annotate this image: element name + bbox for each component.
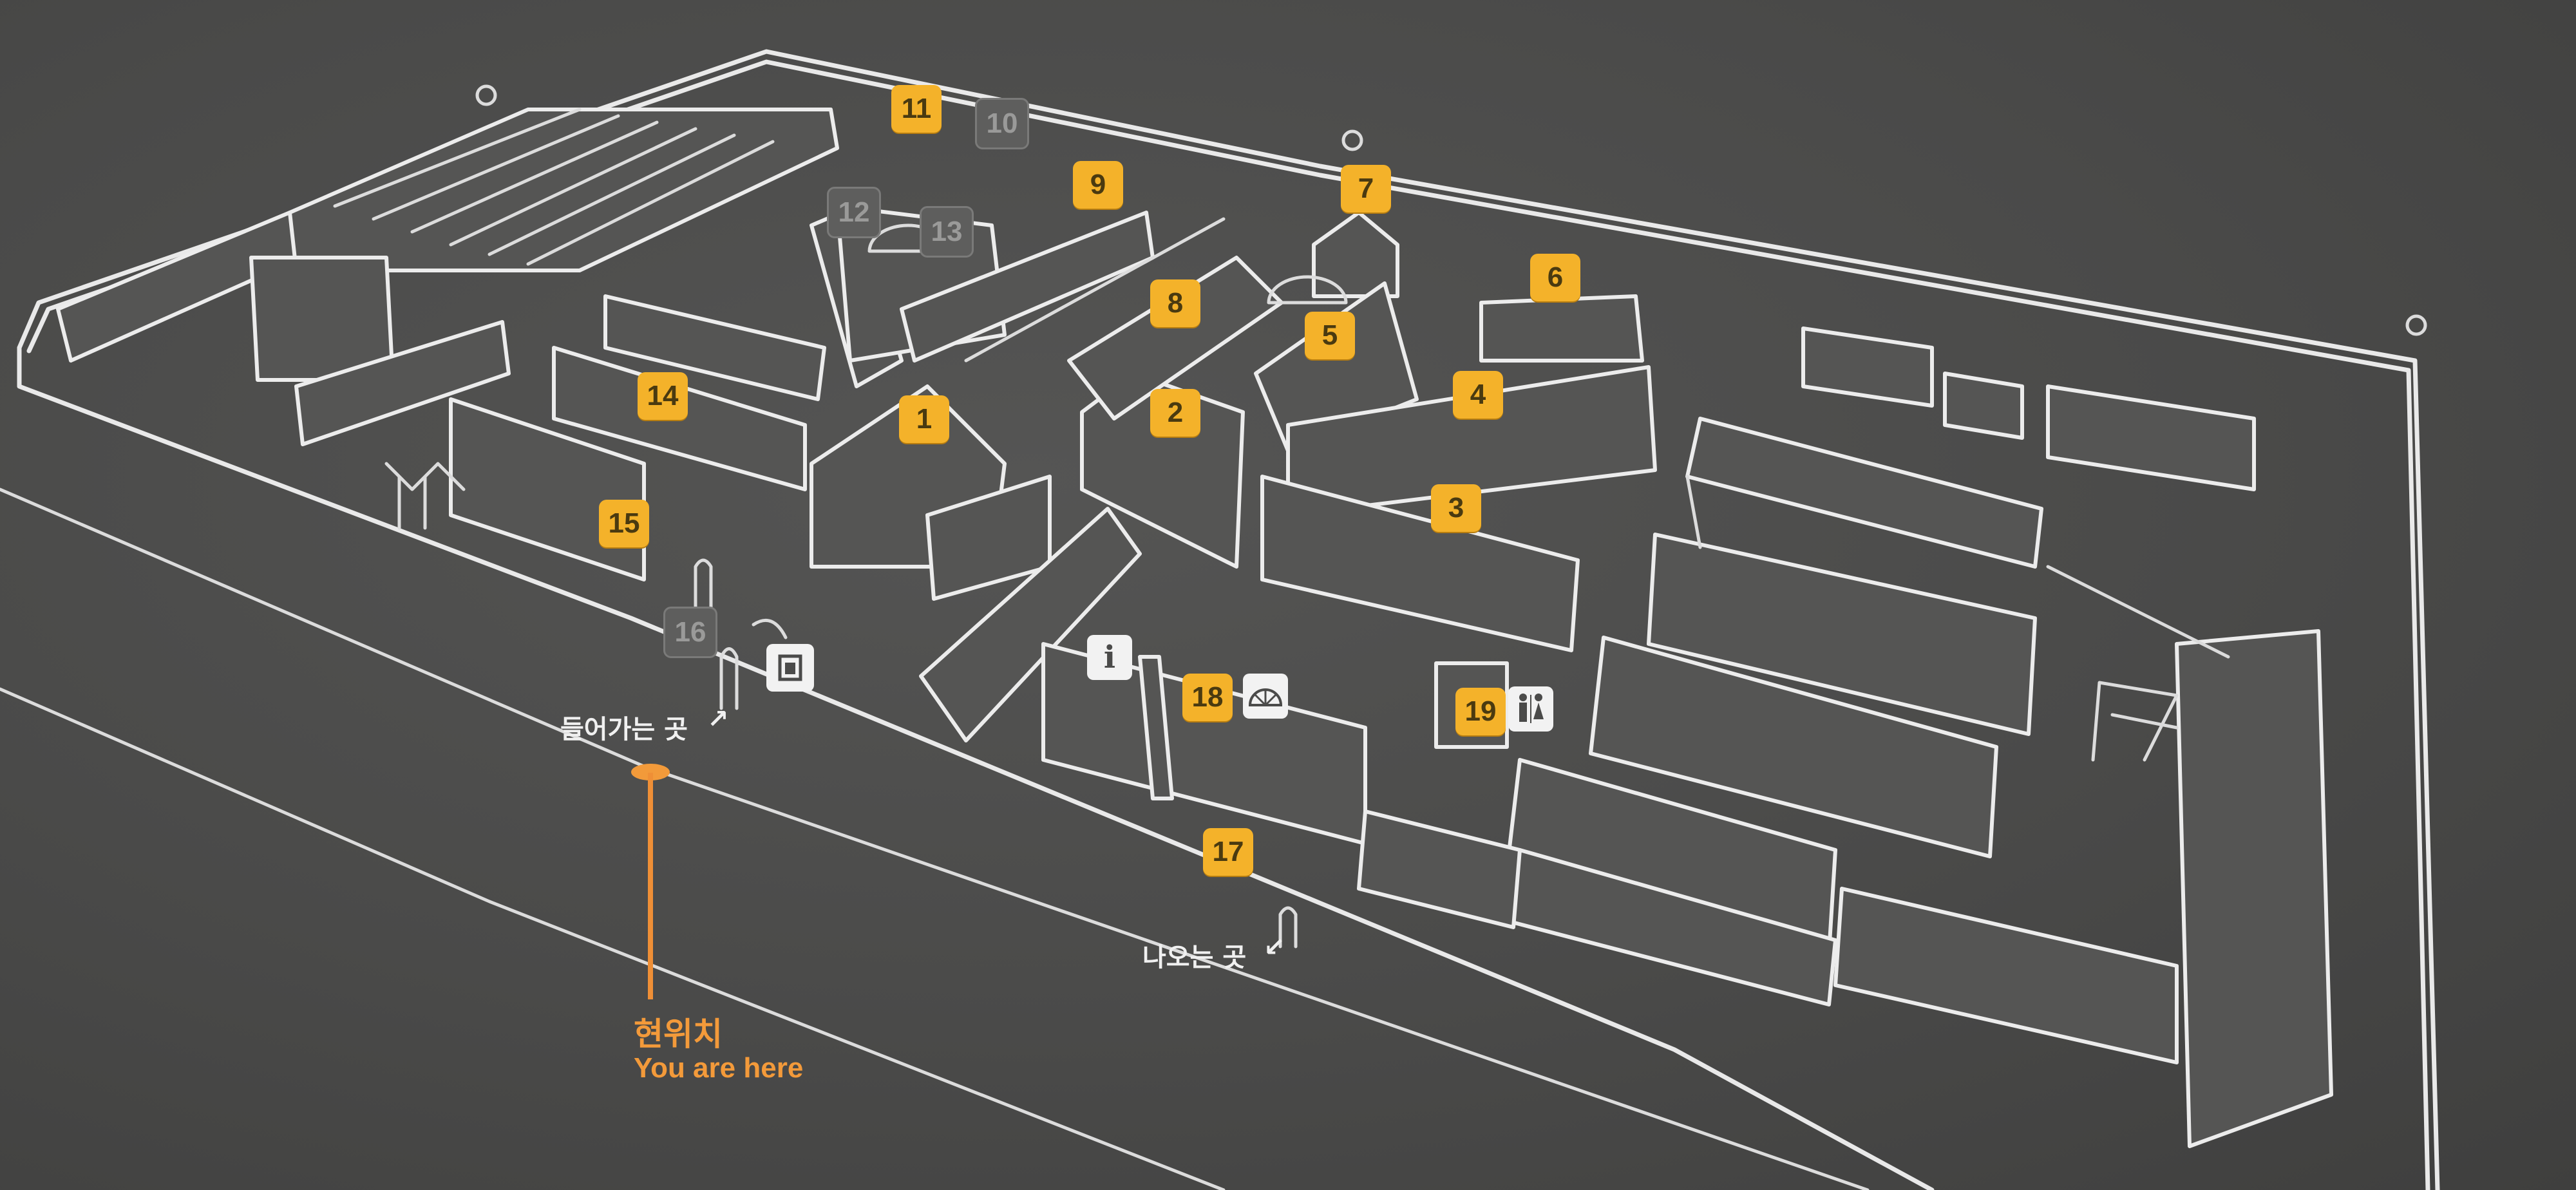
building-top-right-a — [1801, 326, 1934, 408]
you-are-here-pin — [648, 773, 653, 999]
marker-15[interactable]: 15 — [599, 500, 649, 547]
marker-5[interactable]: 5 — [1305, 312, 1355, 359]
marker-13[interactable]: 13 — [920, 206, 974, 258]
restroom-icon[interactable] — [1508, 686, 1553, 732]
marker-7[interactable]: 7 — [1341, 165, 1391, 212]
marker-8[interactable]: 8 — [1150, 279, 1200, 327]
fence-right — [1685, 475, 2230, 659]
building-6 — [1479, 294, 1644, 363]
gate-16 — [694, 558, 713, 614]
marker-2[interactable]: 2 — [1150, 389, 1200, 437]
building-right-long — [2175, 629, 2333, 1148]
information-icon[interactable]: i — [1087, 635, 1132, 680]
marker-11[interactable]: 11 — [891, 85, 942, 133]
outer-wall-inner — [26, 59, 2430, 1190]
you-are-here-label-ko: 현위치 — [634, 1015, 723, 1053]
marker-19[interactable]: 19 — [1455, 688, 1506, 735]
cell-block-6 — [1357, 809, 1522, 929]
building-7 — [1312, 211, 1399, 298]
marker-9[interactable]: 9 — [1073, 161, 1123, 209]
marker-17[interactable]: 17 — [1203, 828, 1253, 876]
cell-block-7 — [1833, 887, 2179, 1064]
ticket-icon[interactable] — [766, 644, 814, 692]
you-are-here-label-en: You are here — [634, 1052, 804, 1084]
marker-3[interactable]: 3 — [1431, 484, 1481, 532]
outer-wall — [17, 49, 2440, 1190]
building-top-right-c — [1943, 372, 2024, 440]
marker-16[interactable]: 16 — [663, 607, 717, 658]
gate-exit — [1278, 906, 1298, 949]
outer-wall-front — [17, 345, 1935, 1190]
marker-1[interactable]: 1 — [899, 395, 949, 443]
marker-6[interactable]: 6 — [1530, 254, 1580, 301]
building-long-south — [919, 507, 1142, 742]
marker-18[interactable]: 18 — [1182, 674, 1233, 721]
marker-4[interactable]: 4 — [1453, 371, 1503, 419]
building-3 — [1260, 475, 1580, 652]
gate-entrance — [719, 647, 739, 710]
exit-arrow-icon: ↙ — [1264, 932, 1285, 962]
marker-12[interactable]: 12 — [827, 187, 881, 238]
fan-window-5 — [1267, 275, 1348, 305]
structure-rack — [2091, 681, 2179, 762]
road-edge-left — [0, 687, 1226, 1190]
building-top-right-b — [2046, 384, 2256, 491]
marker-10[interactable]: 10 — [975, 98, 1029, 149]
fan-window-icon — [1243, 674, 1288, 719]
building-left-annex — [294, 320, 511, 446]
cell-block-1 — [1685, 417, 2043, 569]
entrance-label: 들어가는 곳 — [560, 715, 688, 744]
cell-block-2 — [1647, 533, 2037, 736]
entrance-arrow-icon: ↗ — [707, 704, 729, 734]
marker-14[interactable]: 14 — [638, 372, 688, 420]
chimney-18 — [1138, 655, 1174, 800]
cell-block-3 — [1589, 636, 1998, 858]
exit-label: 나오는 곳 — [1142, 943, 1247, 972]
building-a — [603, 294, 826, 401]
